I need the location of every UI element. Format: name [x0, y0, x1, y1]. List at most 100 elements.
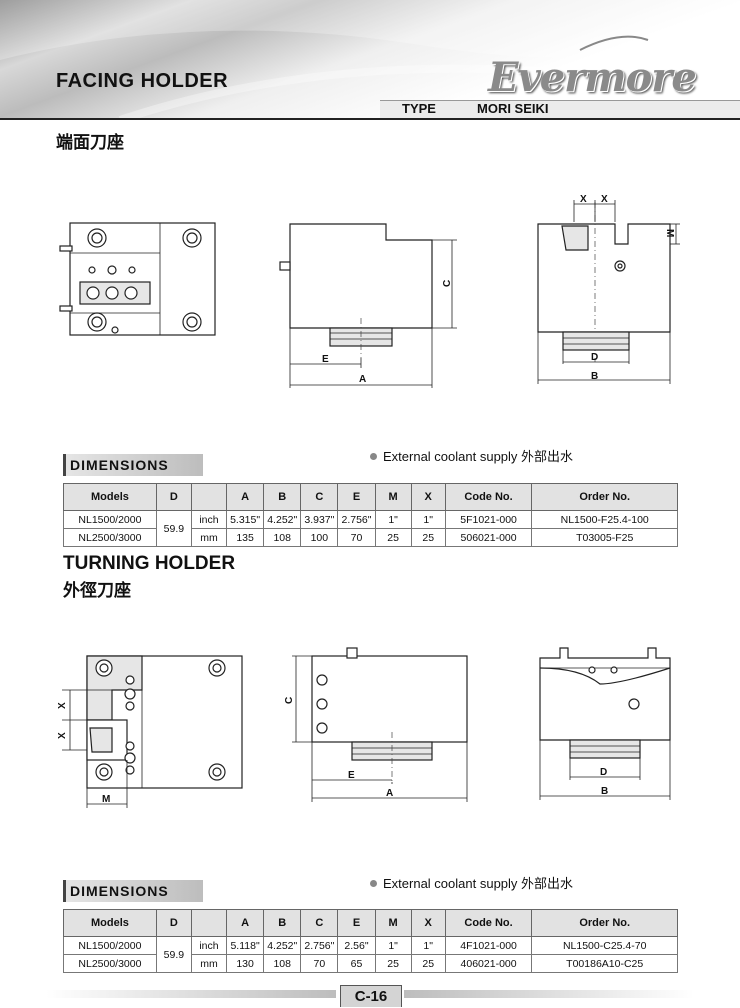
- brand-logo: Evermore: [488, 54, 697, 101]
- facing-dim-m-label: M: [664, 229, 675, 237]
- code-cell: 5F1021-000: [444, 510, 533, 529]
- e-cell: 2.756": [337, 510, 376, 529]
- facing-dim-x2-label: X: [601, 194, 608, 205]
- a-cell: 5.118": [226, 936, 265, 955]
- facing-dim-c-label: C: [442, 280, 453, 287]
- model-cell: NL1500/2000: [63, 510, 157, 529]
- order-cell: T03005-F25: [531, 528, 678, 547]
- b-cell: 4.252": [263, 936, 302, 955]
- b-cell: 108: [263, 954, 302, 973]
- turning-holder-title: TURNING HOLDER: [63, 553, 236, 574]
- x-cell: 1": [410, 936, 446, 955]
- e-cell: 2.56": [337, 936, 376, 955]
- turning-dim-d-label: D: [600, 767, 607, 778]
- c-cell: 3.937": [300, 510, 339, 529]
- x-cell: 25: [410, 954, 446, 973]
- m-cell: 25: [374, 528, 412, 547]
- facing-front-view: [59, 222, 216, 336]
- col-header: Code No.: [444, 909, 533, 937]
- col-header: D: [155, 483, 192, 511]
- col-header: E: [337, 483, 376, 511]
- turning-dim-c-label: C: [284, 697, 295, 704]
- e-cell: 70: [337, 528, 376, 547]
- type-label: TYPE: [402, 101, 436, 116]
- turning-dimensions-table: Models D A B C E M X Code No. Order No. …: [63, 909, 678, 973]
- turning-dimensions-label: DIMENSIONS: [63, 880, 203, 902]
- bullet-icon: [370, 880, 377, 887]
- facing-dimensions-table: Models D A B C E M X Code No. Order No. …: [63, 483, 678, 547]
- model-cell: NL2500/3000: [63, 528, 157, 547]
- col-header: C: [300, 483, 339, 511]
- type-value: MORI SEIKI: [477, 101, 549, 116]
- table-row: NL2500/3000 mm 130 108 70 65 25 25 40602…: [63, 954, 678, 973]
- a-cell: 130: [226, 954, 265, 973]
- facing-dim-d-label: D: [591, 352, 598, 363]
- page-title: FACING HOLDER: [56, 70, 229, 92]
- col-header: M: [374, 483, 412, 511]
- a-cell: 135: [226, 528, 265, 547]
- facing-dimensions-label: DIMENSIONS: [63, 454, 203, 476]
- col-header: A: [226, 483, 265, 511]
- table-row: NL1500/2000 59.9 inch 5.118" 4.252" 2.75…: [63, 936, 678, 973]
- x-cell: 25: [410, 528, 446, 547]
- c-cell: 2.756": [300, 936, 339, 955]
- facing-side-view: C E A: [279, 223, 457, 388]
- b-cell: 108: [263, 528, 302, 547]
- turning-dim-e-label: E: [348, 770, 355, 781]
- facing-coolant-note: External coolant supply 外部出水: [370, 446, 573, 465]
- code-cell: 506021-000: [444, 528, 533, 547]
- code-cell: 406021-000: [444, 954, 533, 973]
- type-bar: [380, 100, 740, 119]
- model-cell: NL1500/2000: [63, 936, 157, 955]
- col-header: E: [337, 909, 376, 937]
- header-swoosh: [0, 0, 740, 120]
- col-header: X: [410, 483, 446, 511]
- a-cell: 5.315": [226, 510, 265, 529]
- d-cell: 59.9: [155, 510, 192, 547]
- facing-dim-x1-label: X: [580, 194, 587, 205]
- facing-holder-cn-title: 端面刀座: [56, 133, 124, 153]
- col-header: C: [300, 909, 339, 937]
- turning-end-view: D B: [539, 647, 671, 800]
- turning-top-view: X X M: [57, 655, 243, 808]
- col-header: Code No.: [444, 483, 533, 511]
- turning-dim-b-label: B: [601, 786, 608, 797]
- c-cell: 100: [300, 528, 339, 547]
- col-header: Models: [63, 483, 157, 511]
- code-cell: 4F1021-000: [444, 936, 533, 955]
- x-cell: 1": [410, 510, 446, 529]
- header-divider: [0, 118, 740, 120]
- unit-cell: mm: [190, 528, 228, 547]
- facing-dim-b-label: B: [591, 371, 598, 382]
- unit-cell: mm: [190, 954, 228, 973]
- bullet-icon: [370, 453, 377, 460]
- page-number: C-16: [340, 985, 402, 1007]
- footer-bar-right: [404, 990, 694, 998]
- turning-side-view: C E A: [284, 647, 468, 802]
- col-header: B: [263, 909, 302, 937]
- m-cell: 1": [374, 510, 412, 529]
- model-cell: NL2500/3000: [63, 954, 157, 973]
- facing-end-view: X X M D B: [537, 194, 680, 384]
- e-cell: 65: [337, 954, 376, 973]
- col-header: X: [410, 909, 446, 937]
- col-header: Order No.: [531, 909, 678, 937]
- d-cell: 59.9: [155, 936, 192, 973]
- unit-cell: inch: [190, 510, 228, 529]
- unit-cell: inch: [190, 936, 228, 955]
- table-row: NL1500/2000 59.9 inch 5.315" 4.252" 3.93…: [63, 510, 678, 547]
- order-cell: NL1500-F25.4-100: [531, 510, 678, 529]
- m-cell: 1": [374, 936, 412, 955]
- turning-dim-a-label: A: [386, 788, 393, 799]
- turning-dim-x2-label: X: [57, 732, 68, 739]
- facing-dim-e-label: E: [322, 354, 329, 365]
- col-header: [190, 483, 228, 511]
- col-header: B: [263, 483, 302, 511]
- turning-dim-m-label: M: [102, 794, 110, 805]
- order-cell: NL1500-C25.4-70: [531, 936, 678, 955]
- b-cell: 4.252": [263, 510, 302, 529]
- col-header: A: [226, 909, 265, 937]
- table-row: NL2500/3000 mm 135 108 100 70 25 25 5060…: [63, 528, 678, 547]
- turning-coolant-note: External coolant supply 外部出水: [370, 873, 573, 892]
- col-header: M: [374, 909, 412, 937]
